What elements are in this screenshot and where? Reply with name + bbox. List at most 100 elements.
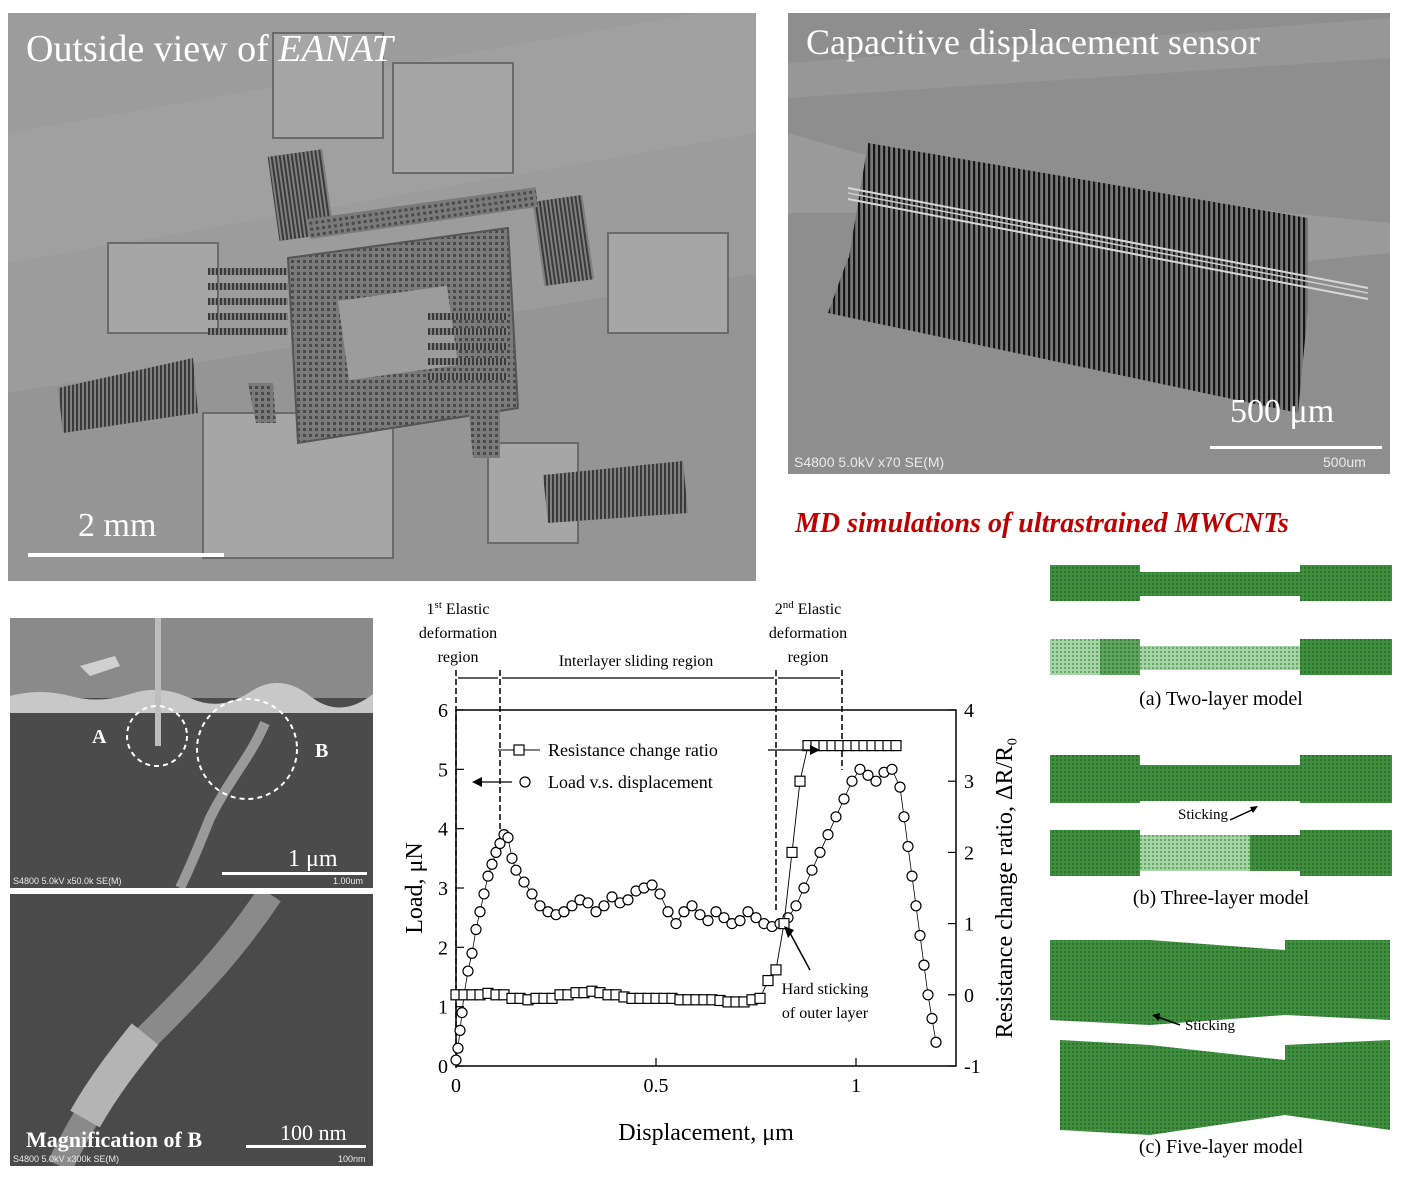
load-point (478, 888, 490, 900)
region-3-line3: region (788, 649, 829, 666)
sensor-scale-bar (1210, 446, 1382, 449)
load-point (590, 906, 602, 918)
load-point (870, 775, 882, 787)
load-point (646, 879, 658, 891)
region-3-line1: 2nd Elastic (775, 599, 842, 618)
y2-axis-label: Resistance change ratio, ΔR/R₀ (992, 737, 1018, 1038)
x-tick-label: 0.5 (644, 1075, 669, 1097)
md-sticking-label-2: Sticking (1185, 1018, 1236, 1034)
sensor-comb-drawing (788, 13, 1390, 474)
region-1-line2: deformation (419, 625, 497, 642)
load-point (930, 1036, 942, 1048)
sem1-sem-info: S4800 5.0kV x50.0k SE(M) (13, 876, 122, 886)
y2-tick-label: 1 (964, 914, 974, 936)
series-load (450, 763, 942, 1066)
load-point (582, 897, 594, 909)
y-tick-label: 3 (438, 878, 448, 900)
sensor-scale-label: 500 μm (1230, 393, 1335, 430)
load-point (486, 858, 498, 870)
resistance-point (770, 964, 782, 976)
resistance-point (778, 918, 790, 930)
legend-resistance-label: Resistance change ratio (548, 740, 718, 760)
hard-sticking-arrow (789, 932, 811, 971)
load-point (506, 852, 518, 864)
resistance-point (794, 775, 806, 787)
load-point (742, 906, 754, 918)
md-simulations-title: MD simulations of ultrastrained MWCNTs (795, 508, 1289, 539)
legend-load-label: Load v.s. displacement (548, 772, 713, 792)
load-point (734, 915, 746, 927)
load-point (662, 906, 674, 918)
load-point (914, 929, 926, 942)
y-tick-label: 5 (438, 759, 448, 781)
load-point (654, 888, 666, 900)
chart-legend: Resistance change ratio Load v.s. displa… (472, 740, 820, 792)
load-point (806, 864, 818, 876)
sem1-scale-label: 1 μm (288, 846, 338, 872)
load-point (798, 882, 810, 894)
legend-resistance-arrowhead (810, 745, 820, 755)
y-tick-label: 0 (438, 1056, 448, 1078)
md-sticking-label-1: Sticking (1178, 807, 1229, 823)
load-point (910, 900, 922, 912)
load-point (902, 840, 914, 853)
sem2-scale-label: 100 nm (280, 1120, 347, 1145)
region-1-line1: 1st Elastic (427, 599, 490, 618)
load-point (474, 906, 486, 918)
load-point (710, 906, 722, 918)
load-point (456, 1007, 468, 1019)
load-point (894, 781, 906, 793)
load-point (670, 918, 682, 930)
load-point (454, 1024, 466, 1036)
region-3-line2: deformation (769, 625, 847, 642)
load-point (854, 763, 866, 775)
y2-tick-label: 2 (964, 842, 974, 864)
region-1-line3: region (438, 649, 479, 666)
plot-frame (455, 709, 957, 1067)
load-resistance-chart: 1st Elastic deformation region Interlaye… (402, 599, 1018, 1146)
load-point (622, 894, 634, 906)
y2-tick-label: 0 (964, 985, 974, 1007)
resistance-point (890, 740, 902, 752)
load-point (452, 1042, 464, 1054)
md-models-drawing (1050, 565, 1392, 1135)
load-point (814, 846, 826, 858)
md-five-layer-caption: (c) Five-layer model (1138, 1136, 1304, 1158)
load-point (450, 1054, 462, 1066)
eanat-title-emphasis: EANAT (278, 28, 393, 70)
load-point (926, 1012, 938, 1025)
load-point (482, 870, 494, 882)
eanat-title: Outside view of EANAT (26, 27, 393, 71)
sem1-scale-bar (222, 872, 367, 875)
magnification-caption: Magnification of B (26, 1127, 202, 1152)
load-point (606, 891, 618, 903)
sem2-sem-scale: 100nm (338, 1154, 366, 1164)
eanat-title-prefix: Outside view of (26, 28, 279, 70)
load-point (862, 769, 874, 781)
sem-magnified-drawing (10, 894, 373, 1166)
load-point (750, 912, 762, 924)
sem2-scale-bar (246, 1145, 366, 1148)
sem1-sem-scale: 1.00um (333, 876, 364, 886)
y2-tick-label: 4 (964, 700, 974, 722)
hard-sticking-line1: Hard sticking (782, 981, 869, 998)
load-point (702, 915, 714, 927)
load-point (470, 923, 482, 936)
load-point (922, 989, 934, 1001)
eanat-sem-image: Outside view of EANAT 2 mm (8, 13, 756, 581)
load-point (466, 947, 478, 959)
eanat-device-drawing (8, 13, 756, 581)
x-tick-label: 0 (451, 1075, 461, 1097)
eanat-scale-label: 2 mm (78, 507, 157, 544)
sem2-sem-info: S4800 5.0kV x300k SE(M) (13, 1154, 120, 1164)
load-point (518, 876, 530, 888)
load-point (510, 864, 522, 876)
load-point (718, 912, 730, 924)
load-point (558, 906, 570, 918)
hard-sticking-arrowhead (784, 926, 794, 938)
load-point (898, 811, 910, 823)
legend-load-arrowhead (472, 777, 482, 787)
load-point (694, 909, 706, 921)
resistance-point (754, 992, 766, 1004)
